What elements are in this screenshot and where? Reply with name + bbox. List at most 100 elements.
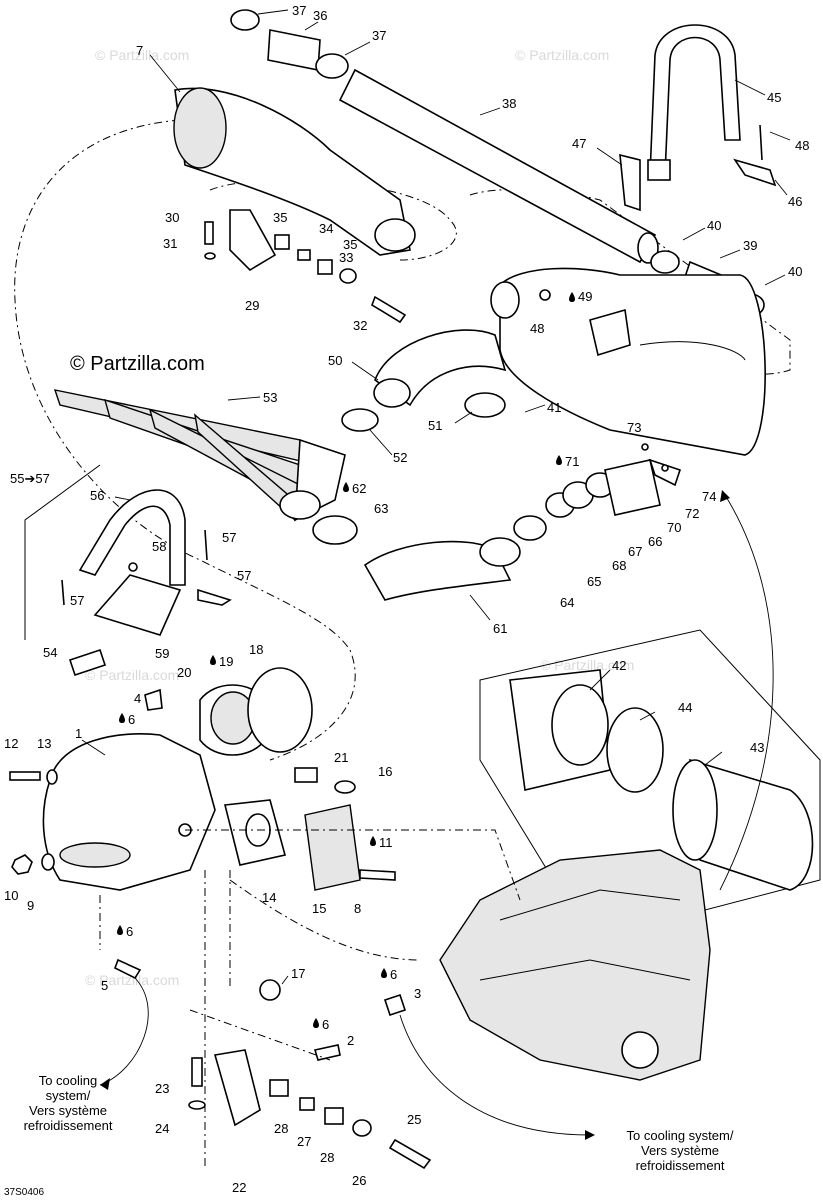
callout-43: 43	[750, 740, 764, 755]
bracket-29-assembly	[204, 209, 407, 324]
leader-line	[344, 41, 371, 56]
leader-arrows	[99, 490, 774, 1140]
callout-68: 67	[628, 544, 642, 559]
callout-60: 59	[155, 646, 169, 661]
clamp-37-lower	[315, 53, 349, 79]
manifold-1	[42, 733, 216, 891]
callout-26: 26	[352, 1173, 366, 1188]
clamp-53	[341, 408, 379, 432]
callout-61: 58	[152, 539, 166, 554]
engine	[439, 849, 711, 1081]
spacer-34	[297, 249, 311, 261]
leader-line	[114, 496, 131, 501]
callout-28: 28	[274, 1121, 288, 1136]
muffler-41-body	[499, 267, 766, 456]
callout-25: 25	[407, 1112, 421, 1127]
callout-58: 57	[237, 568, 251, 583]
spacer-35-a	[274, 234, 290, 250]
callout-71: 70	[667, 520, 681, 535]
oil-drop-icon	[370, 836, 376, 846]
callout-9: 9	[27, 898, 34, 913]
callout-6: 6	[322, 1017, 329, 1032]
callout-56: 56	[90, 488, 104, 503]
valve-15-assembly	[304, 804, 396, 891]
leader-line	[774, 179, 788, 196]
callout-72: 72	[685, 506, 699, 521]
strap-assembly	[619, 24, 777, 212]
pipe-54-outlet	[279, 490, 321, 520]
leader-line	[351, 361, 379, 381]
screw-30	[204, 221, 214, 245]
spacer-27	[299, 1097, 315, 1111]
path-line	[229, 879, 421, 961]
callout-18: 18	[249, 642, 263, 657]
caption-line: refroidissement	[636, 1158, 725, 1173]
screw-32	[371, 295, 407, 324]
pipe-38	[338, 68, 657, 264]
screw-74	[661, 464, 669, 472]
callout-40: 40	[707, 218, 721, 233]
callout-5: 5	[101, 978, 108, 993]
callout-13: 13	[37, 736, 51, 751]
callout-51: 50	[328, 353, 342, 368]
caption-line: To cooling system/	[627, 1128, 734, 1143]
leader-line	[454, 411, 473, 424]
callout-54: 53	[263, 390, 277, 405]
arrowhead	[585, 1130, 595, 1140]
callout-45: 45	[767, 90, 781, 105]
callout-63: 61	[493, 621, 507, 636]
callout-1: 1	[75, 726, 82, 741]
muffler-41-outlet	[589, 308, 631, 357]
leader-line	[281, 975, 289, 985]
bracket-46	[733, 158, 777, 187]
callout-69: 68	[612, 558, 626, 573]
callout-39: 39	[743, 238, 757, 253]
nut-10	[11, 854, 33, 875]
oil-drop-icon	[381, 968, 387, 978]
callout-50: 49	[578, 289, 592, 304]
callout-64: 64	[560, 595, 574, 610]
watermark: © Partzilla.com	[95, 47, 189, 63]
callout-62: 62	[352, 481, 366, 496]
callout-47: 47	[572, 136, 586, 151]
engine-starter	[621, 1031, 659, 1069]
inset-frame	[479, 629, 821, 941]
callout-4: 4	[134, 691, 141, 706]
pipe-bundle-54	[53, 389, 346, 522]
stud-8	[359, 869, 396, 881]
oil-drop-icon	[117, 925, 123, 935]
cooling-arrow-right	[399, 1014, 591, 1136]
callout-33: 33	[339, 250, 353, 265]
callout-31: 31	[163, 236, 177, 251]
callout-48: 48	[795, 138, 809, 153]
oil-drop-icon	[556, 455, 562, 465]
oil-drop-icon	[210, 655, 216, 665]
screw-25	[388, 1138, 432, 1170]
clamp-64	[479, 537, 521, 567]
sleeve-66	[513, 515, 547, 541]
clamp-40-left	[650, 250, 680, 274]
leader-line	[524, 404, 546, 413]
leader-line	[719, 249, 741, 259]
fitting-4	[144, 688, 163, 711]
oil-drop-icon	[119, 713, 125, 723]
nut-61	[128, 562, 138, 572]
callout-6: 6	[126, 924, 133, 939]
oil-drop-icon	[569, 292, 575, 302]
oil-drop-icon	[313, 1018, 319, 1028]
callout-7: 7	[136, 43, 143, 58]
callout-17: 17	[291, 966, 305, 981]
muffler-41	[490, 267, 766, 456]
callout-37: 37	[292, 3, 306, 18]
range-bracket	[24, 464, 101, 640]
pipe-7-outlet	[374, 218, 416, 252]
washer-9	[41, 853, 55, 871]
leader-line	[639, 711, 656, 721]
arrowhead	[100, 1078, 110, 1090]
leader-line	[769, 131, 791, 141]
gasket-42	[551, 684, 609, 766]
spacer-28-b	[324, 1107, 344, 1125]
fitting-3	[383, 993, 407, 1017]
leader-line	[149, 54, 181, 93]
